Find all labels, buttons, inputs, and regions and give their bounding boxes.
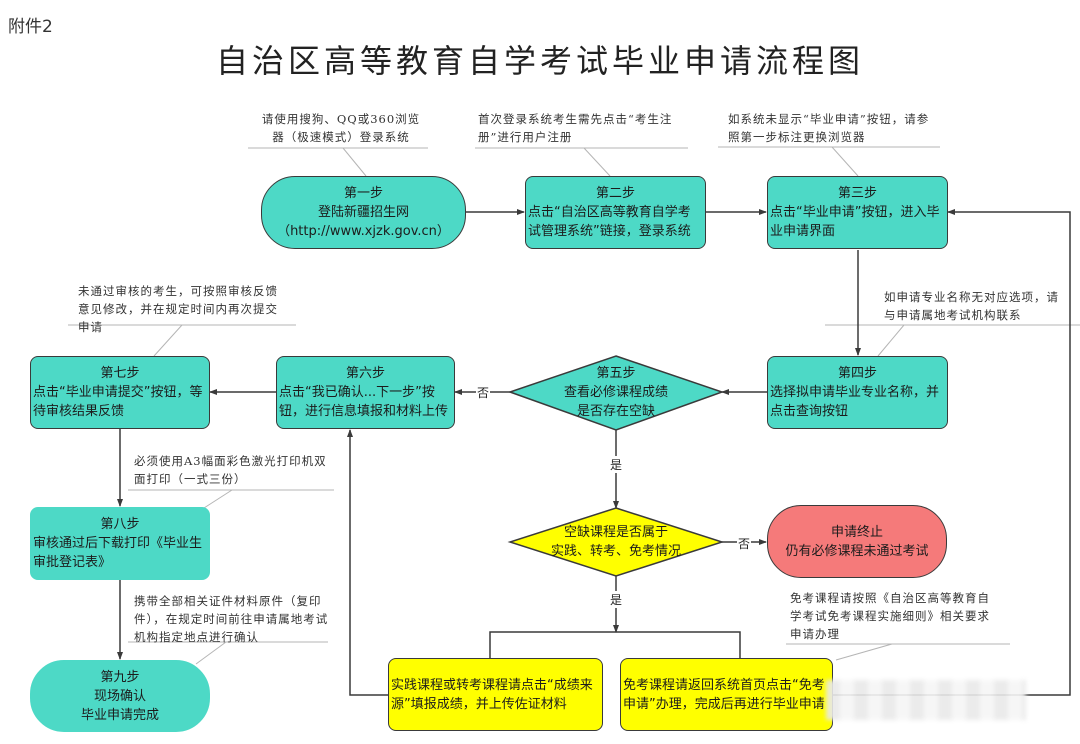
step9-title: 第九步: [100, 669, 140, 685]
step5-line2: 是否存在空缺: [576, 404, 655, 419]
step5-title: 第五步: [596, 366, 636, 381]
practice-text: 实践课程或转考课程请点击“成绩来源”填报成绩，并上传佐证材料: [391, 677, 593, 712]
decision2-line1: 空缺课程是否属于: [563, 525, 668, 540]
exempt-node: 免考课程请返回系统首页点击“免考申请”办理，完成后再进行毕业申请: [620, 658, 833, 731]
step9-node: 第九步 现场确认 毕业申请完成: [30, 660, 210, 732]
decision2-no-label: 否: [737, 535, 752, 552]
step5-diamond: [507, 355, 725, 431]
step8-text: 审核通过后下载打印《毕业生审批登记表》: [33, 536, 203, 570]
step1-title: 第一步: [343, 186, 383, 201]
edge-practice-step6: [347, 429, 388, 696]
note2-leader: [583, 147, 611, 177]
note7-leader: [153, 324, 183, 357]
page-title: 自治区高等教育自学考试毕业申请流程图: [215, 42, 864, 80]
decision2-label: 空缺课程是否属于 实践、转考、免考情况: [540, 523, 692, 561]
step1-node: 第一步 登陆新疆招生网 （http://www.xjzk.gov.cn）: [261, 176, 466, 249]
note-step8: 必须使用A3幅面彩色激光打印机双面打印（一式三份）: [134, 454, 327, 486]
note-step3: 如系统未显示“毕业申请”按钮，请参照第一步标注更换浏览器: [728, 112, 930, 144]
decision2-line2: 实践、转考、免考情况: [550, 544, 681, 559]
step5-yes-label: 是: [609, 456, 624, 473]
annex-label: 附件2: [8, 17, 53, 37]
step3-text: 点击“毕业申请”按钮，进入毕业申请界面: [770, 205, 940, 239]
decision2-yes-label: 是: [609, 591, 624, 608]
step6-node: 第六步 点击“我已确认...下一步”按钮，进行信息填报和材料上传: [276, 356, 455, 429]
exempt-text: 免考课程请返回系统首页点击“免考申请”办理，完成后再进行毕业申请: [623, 677, 825, 712]
step5-no-label: 否: [476, 384, 491, 401]
step2-text: 点击“自治区高等教育自学考试管理系统”链接，登录系统: [528, 205, 691, 239]
watermark-blur: [826, 680, 1026, 720]
note-step1: 请使用搜狗、QQ或360浏览器（极速模式）登录系统: [261, 112, 421, 144]
note-exempt-leader: [835, 643, 893, 661]
step6-text: 点击“我已确认...下一步”按钮，进行信息填报和材料上传: [279, 385, 449, 419]
step9-line2: 毕业申请完成: [80, 707, 159, 723]
step4-text: 选择拟申请毕业专业名称，并点击查询按钮: [770, 385, 940, 419]
note4-leader: [877, 324, 905, 357]
note3-leader: [831, 146, 859, 177]
terminate-line1: 申请终止: [830, 524, 883, 540]
note-step9: 携带全部相关证件材料原件（复印件），在规定时间前往申请属地考试机构指定地点进行确…: [134, 594, 329, 644]
step3-title: 第三步: [837, 186, 877, 201]
step7-text: 点击“毕业申请提交”按钮，等待审核结果反馈: [33, 385, 203, 419]
note-step4: 如申请专业名称无对应选项，请与申请属地考试机构联系: [884, 290, 1059, 322]
step2-node: 第二步 点击“自治区高等教育自学考试管理系统”链接，登录系统: [525, 176, 706, 249]
note1-leader: [342, 147, 367, 177]
practice-node: 实践课程或转考课程请点击“成绩来源”填报成绩，并上传佐证材料: [388, 658, 603, 731]
step3-node: 第三步 点击“毕业申请”按钮，进入毕业申请界面: [767, 176, 948, 249]
step7-title: 第七步: [100, 366, 140, 381]
step8-node: 第八步 审核通过后下载打印《毕业生审批登记表》: [30, 507, 210, 580]
step4-node: 第四步 选择拟申请毕业专业名称，并点击查询按钮: [767, 356, 948, 429]
step9-line1: 现场确认: [93, 688, 146, 704]
step1-line2: （http://www.xjzk.gov.cn）: [277, 224, 450, 239]
step4-title: 第四步: [837, 366, 877, 381]
edge-branch-split: [489, 631, 741, 658]
note-exempt: 免考课程请按照《自治区高等教育自学考试免考课程实施细则》相关要求申请办理: [790, 591, 990, 641]
step2-title: 第二步: [595, 186, 635, 201]
note8-leader: [203, 489, 233, 509]
step6-title: 第六步: [345, 366, 385, 381]
step5-label: 第五步 查看必修课程成绩 是否存在空缺: [540, 364, 692, 421]
step1-line1: 登陆新疆招生网: [317, 205, 409, 220]
terminate-line2: 仍有必修课程未通过考试: [785, 543, 929, 559]
decision2-diamond: [507, 507, 725, 577]
note-step7: 未通过审核的考生，可按照审核反馈意见修改，并在规定时间内再次提交申请: [78, 284, 278, 334]
note9-leader: [195, 641, 227, 665]
step8-title: 第八步: [100, 517, 140, 532]
step5-line1: 查看必修课程成绩: [563, 385, 668, 400]
terminate-node: 申请终止 仍有必修课程未通过考试: [767, 505, 947, 578]
note-step2: 首次登录系统考生需先点击“考生注册”进行用户注册: [478, 112, 673, 144]
step7-node: 第七步 点击“毕业申请提交”按钮，等待审核结果反馈: [30, 356, 210, 429]
